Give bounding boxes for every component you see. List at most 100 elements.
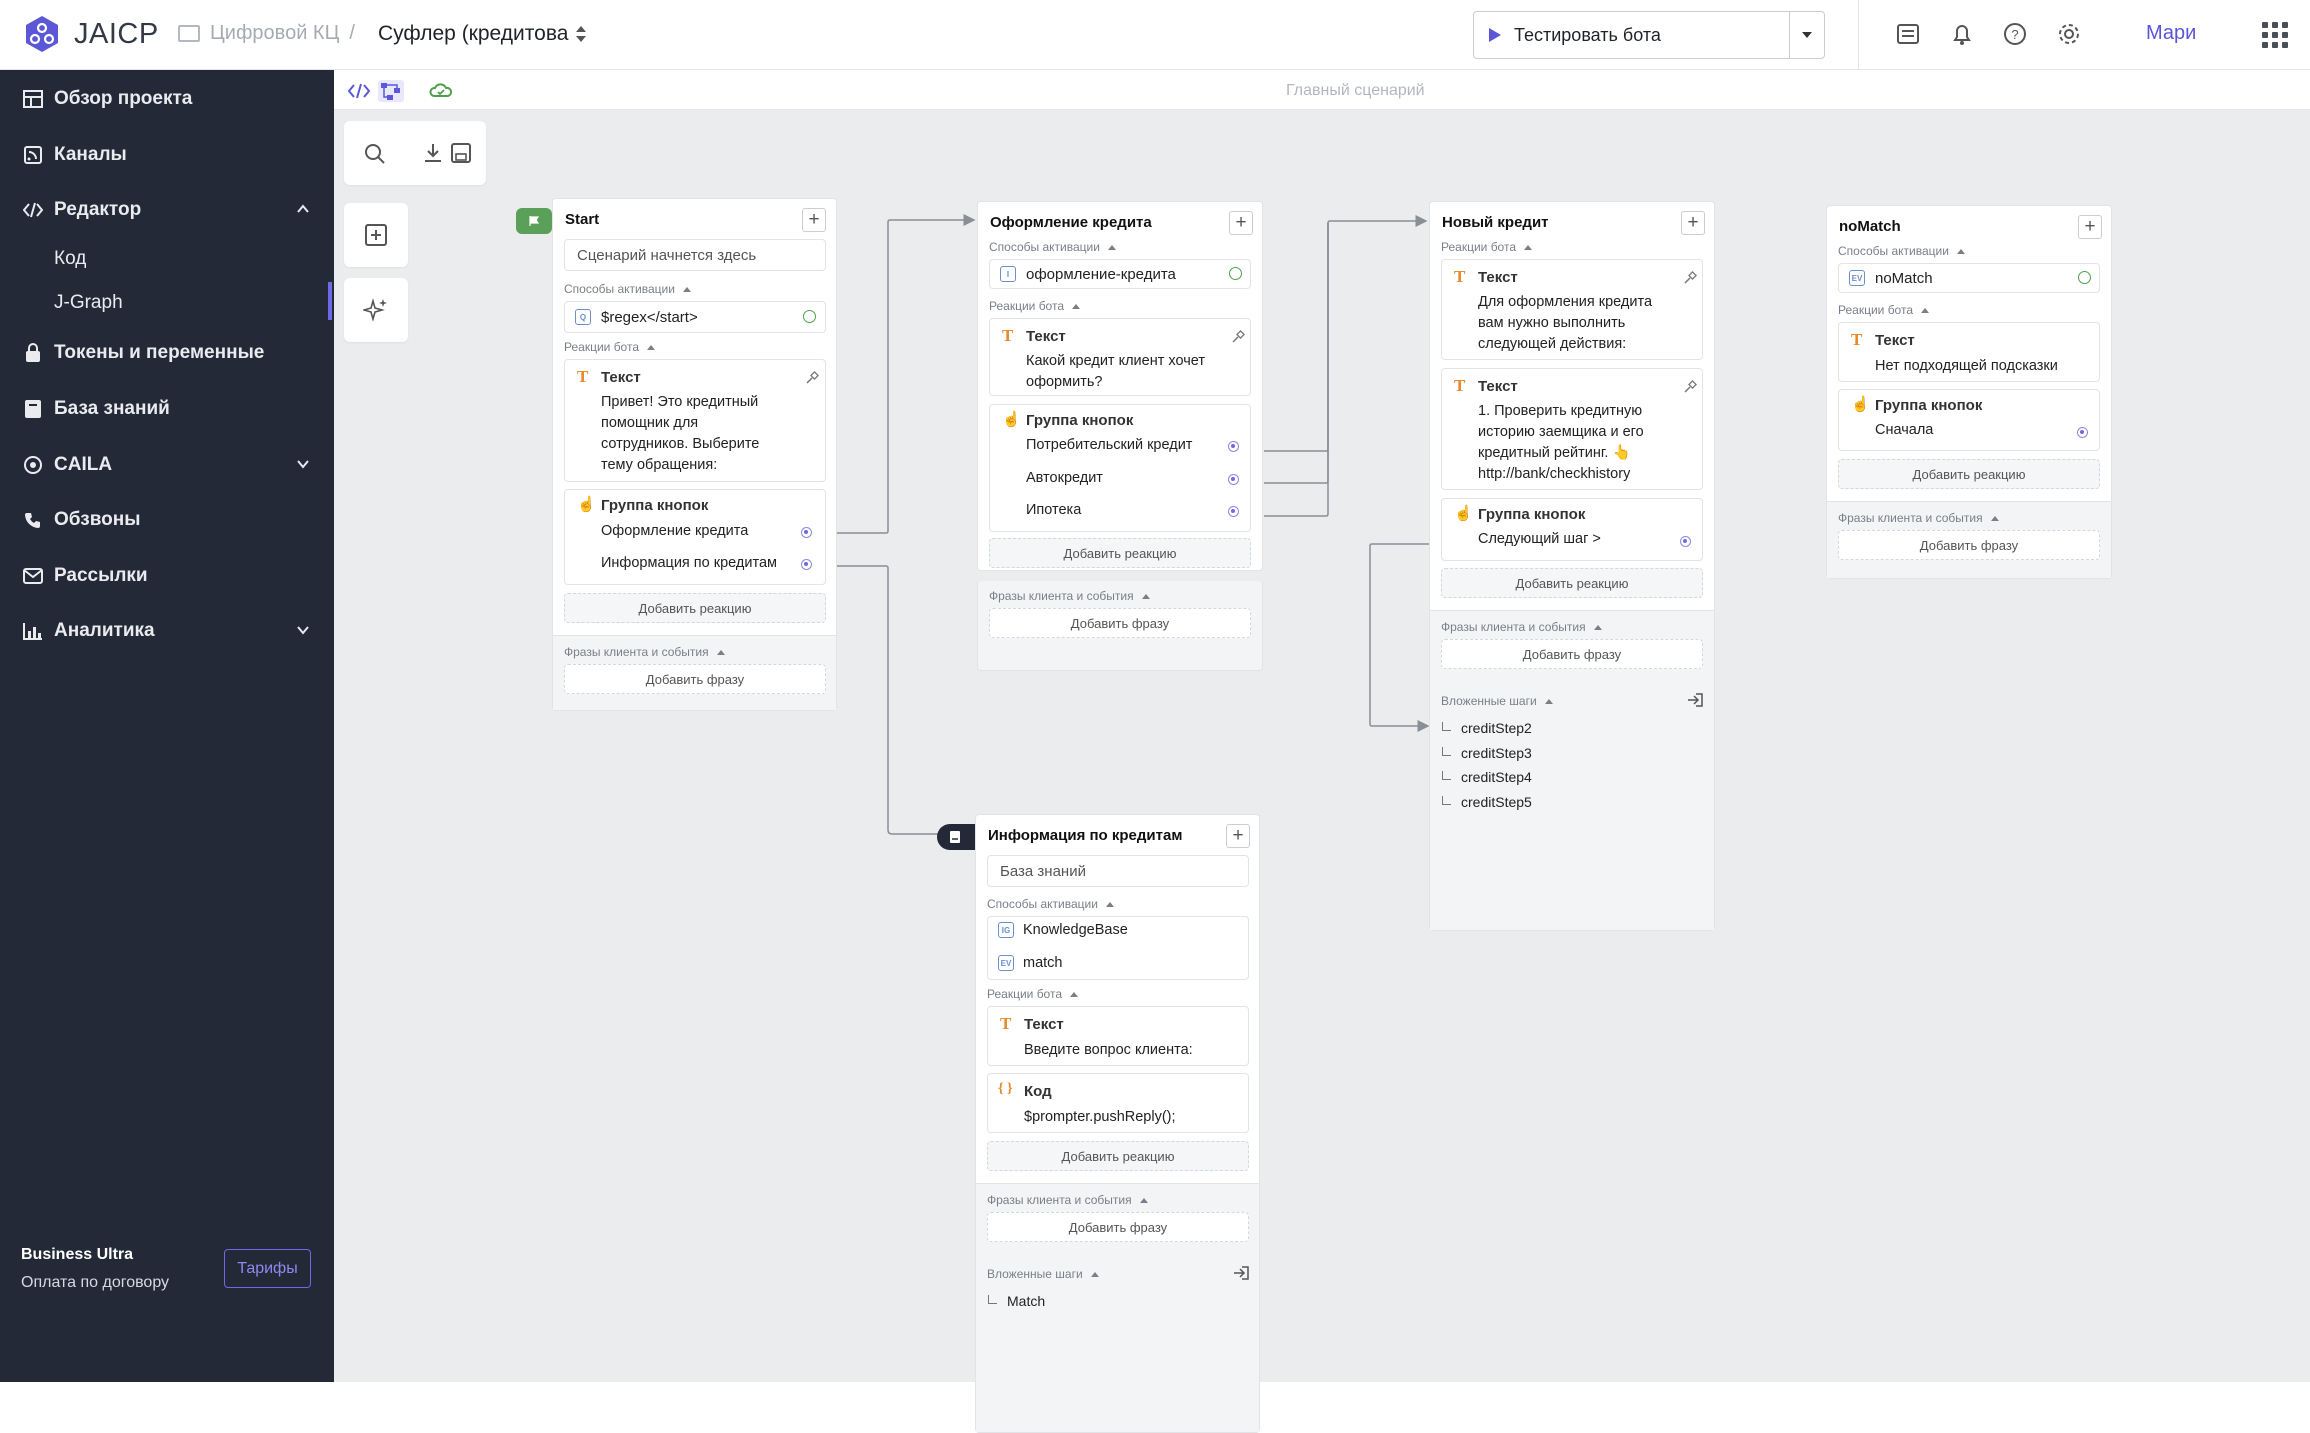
code-view-icon[interactable] xyxy=(346,80,372,102)
add-phrase-button[interactable]: Добавить фразу xyxy=(564,664,826,694)
sidebar-item-caila[interactable]: CAILA xyxy=(0,443,334,487)
enter-icon[interactable] xyxy=(1232,1265,1250,1281)
buttons-block[interactable] xyxy=(1441,498,1703,561)
button-item[interactable]: Следующий шаг > xyxy=(1478,531,1601,547)
text-block[interactable] xyxy=(1838,322,2100,382)
apps-grid-icon[interactable] xyxy=(2262,22,2288,48)
logo[interactable]: JAICP xyxy=(22,14,159,54)
add-step-box[interactable] xyxy=(344,203,408,267)
button-item[interactable]: Сначала xyxy=(1875,422,1934,438)
section-phrases[interactable]: Фразы клиента и события xyxy=(564,645,725,659)
section-nested[interactable]: Вложенные шаги xyxy=(987,1267,1099,1281)
activation-item[interactable]: noMatch xyxy=(1838,263,2100,293)
buttons-block[interactable] xyxy=(564,489,826,585)
gear-icon[interactable] xyxy=(2055,20,2083,48)
code-block[interactable] xyxy=(987,1073,1249,1133)
activation-item[interactable]: оформление-кредита xyxy=(989,259,1251,289)
step-card-nomatch[interactable]: noMatch + Способы активации noMatch EV Р… xyxy=(1826,205,2112,579)
connector-dot[interactable] xyxy=(1228,506,1239,517)
buttons-block[interactable] xyxy=(1838,389,2100,451)
add-button[interactable]: + xyxy=(1226,824,1250,848)
add-button[interactable]: + xyxy=(802,208,826,232)
step-card-info[interactable]: Информация по кредитам + База знаний Спо… xyxy=(975,814,1260,1433)
section-reactions[interactable]: Реакции бота xyxy=(987,987,1078,1001)
section-activation[interactable]: Способы активации xyxy=(987,897,1114,911)
save-icon[interactable] xyxy=(450,142,472,164)
section-activation[interactable]: Способы активации xyxy=(564,282,691,296)
bell-icon[interactable] xyxy=(1948,20,1976,48)
connector-dot[interactable] xyxy=(801,559,812,570)
section-activation[interactable]: Способы активации xyxy=(989,240,1116,254)
sidebar-item-knowledge[interactable]: База знаний xyxy=(0,387,334,431)
add-phrase-button[interactable]: Добавить фразу xyxy=(1441,639,1703,669)
nested-step[interactable]: creditStep3 xyxy=(1442,745,1532,761)
section-phrases[interactable]: Фразы клиента и события xyxy=(989,589,1150,603)
graph-canvas[interactable]: Start + Сценарий начнется здесь Способы … xyxy=(334,110,2310,1433)
section-phrases[interactable]: Фразы клиента и события xyxy=(987,1193,1148,1207)
step-card-new-credit[interactable]: Новый кредит + Реакции бота T Текст Для … xyxy=(1429,201,1715,931)
tariffs-button[interactable]: Тарифы xyxy=(224,1249,311,1288)
sidebar-item-editor[interactable]: Редактор xyxy=(0,188,334,232)
download-icon[interactable] xyxy=(421,141,445,165)
pin-icon[interactable] xyxy=(1683,380,1697,394)
add-reaction-button[interactable]: Добавить реакцию xyxy=(564,593,826,623)
pin-icon[interactable] xyxy=(1683,271,1697,285)
sidebar-item-analytics[interactable]: Аналитика xyxy=(0,609,334,653)
add-phrase-button[interactable]: Добавить фразу xyxy=(989,608,1251,638)
sidebar-item-channels[interactable]: Каналы xyxy=(0,133,334,177)
add-reaction-button[interactable]: Добавить реакцию xyxy=(1838,459,2100,489)
button-item[interactable]: Оформление кредита xyxy=(601,523,749,539)
sort-arrows-icon[interactable] xyxy=(574,24,588,44)
add-button[interactable]: + xyxy=(1229,211,1253,235)
connector-dot[interactable] xyxy=(801,527,812,538)
connector-dot[interactable] xyxy=(1680,536,1691,547)
section-phrases[interactable]: Фразы клиента и события xyxy=(1441,620,1602,634)
section-activation[interactable]: Способы активации xyxy=(1838,244,1965,258)
activation-item[interactable]: match xyxy=(1023,955,1063,971)
add-phrase-button[interactable]: Добавить фразу xyxy=(1838,530,2100,560)
connector-dot[interactable] xyxy=(1228,441,1239,452)
text-block[interactable] xyxy=(987,1006,1249,1066)
help-icon[interactable]: ? xyxy=(2001,20,2029,48)
activation-list[interactable] xyxy=(987,916,1249,980)
sidebar-item-tokens[interactable]: Токены и переменные xyxy=(0,331,334,375)
nested-step[interactable]: creditStep2 xyxy=(1442,720,1532,736)
add-reaction-button[interactable]: Добавить реакцию xyxy=(1441,568,1703,598)
buttons-block[interactable] xyxy=(989,404,1251,532)
sidebar-subitem-code[interactable]: Код xyxy=(54,248,87,269)
add-reaction-button[interactable]: Добавить реакцию xyxy=(987,1141,1249,1171)
activation-item[interactable]: KnowledgeBase xyxy=(1023,922,1128,938)
enter-icon[interactable] xyxy=(1686,692,1704,708)
text-block[interactable] xyxy=(564,359,826,482)
search-icon[interactable] xyxy=(362,141,388,167)
sidebar-item-mailings[interactable]: Рассылки xyxy=(0,554,334,598)
text-block[interactable] xyxy=(989,318,1251,396)
add-button[interactable]: + xyxy=(2078,215,2102,239)
sidebar-item-overview[interactable]: Обзор проекта xyxy=(0,77,334,121)
section-reactions[interactable]: Реакции бота xyxy=(1838,303,1929,317)
text-block[interactable] xyxy=(1441,368,1703,490)
kb-placeholder[interactable]: База знаний xyxy=(987,855,1249,887)
pin-icon[interactable] xyxy=(805,371,819,385)
connector-dot[interactable] xyxy=(2077,427,2088,438)
nested-step[interactable]: creditStep5 xyxy=(1442,794,1532,810)
add-phrase-button[interactable]: Добавить фразу xyxy=(987,1212,1249,1242)
add-reaction-button[interactable]: Добавить реакцию xyxy=(989,538,1251,568)
add-button[interactable]: + xyxy=(1681,211,1705,235)
section-phrases[interactable]: Фразы клиента и события xyxy=(1838,511,1999,525)
user-name[interactable]: Мари xyxy=(2146,22,2197,44)
breadcrumb[interactable]: Цифровой КЦ / xyxy=(178,22,355,45)
nested-step[interactable]: Match xyxy=(988,1293,1045,1309)
section-reactions[interactable]: Реакции бота xyxy=(989,299,1080,313)
button-item[interactable]: Ипотека xyxy=(1026,502,1082,518)
button-item[interactable]: Информация по кредитам xyxy=(601,555,777,571)
step-card-oform[interactable]: Оформление кредита + Способы активации о… xyxy=(977,201,1263,571)
test-bot-dropdown[interactable] xyxy=(1790,12,1824,58)
button-item[interactable]: Автокредит xyxy=(1026,470,1103,486)
pin-icon[interactable] xyxy=(1231,330,1245,344)
sidebar-item-calls[interactable]: Обзвоны xyxy=(0,498,334,542)
connector-dot[interactable] xyxy=(1228,474,1239,485)
project-name[interactable]: Суфлер (кредитова xyxy=(378,22,569,45)
nested-step[interactable]: creditStep4 xyxy=(1442,769,1532,785)
button-item[interactable]: Потребительский кредит xyxy=(1026,437,1193,453)
